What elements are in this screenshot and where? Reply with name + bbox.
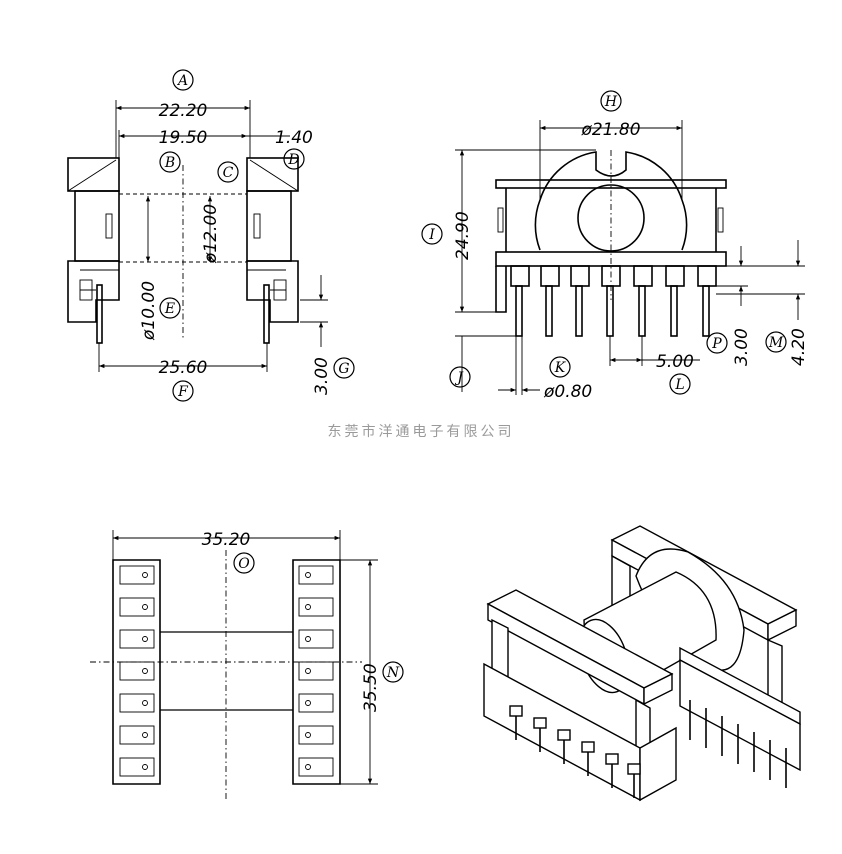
- front-view: [67, 157, 299, 344]
- label-f: F: [177, 384, 189, 400]
- label-p: P: [711, 336, 722, 352]
- dim-b: 19.50: [159, 128, 208, 148]
- dim-m: 4.20: [789, 328, 809, 366]
- label-e: E: [164, 301, 175, 317]
- label-o: O: [238, 556, 250, 572]
- label-h: H: [604, 94, 618, 110]
- label-c: C: [223, 165, 234, 181]
- side-view: [495, 150, 727, 337]
- dim-e: ø10.00: [139, 281, 159, 341]
- front-dimensions: 22.20 19.50 1.40 ø12.00 ø10.00 25.60 3.0…: [98, 100, 332, 395]
- label-b: B: [164, 155, 175, 171]
- label-i: I: [428, 227, 435, 243]
- company-name: 东莞市洋通电子有限公司: [328, 423, 515, 440]
- label-a: A: [176, 73, 188, 89]
- dim-o: 35.20: [202, 530, 251, 550]
- iso-pins: [509, 700, 787, 798]
- label-d: D: [287, 152, 299, 168]
- dim-d: 1.40: [275, 128, 313, 148]
- dim-c: ø12.00: [201, 204, 221, 264]
- label-g: G: [338, 361, 349, 377]
- left-pads: [119, 565, 155, 777]
- dim-n: 35.50: [361, 663, 381, 712]
- label-n: N: [386, 665, 400, 681]
- dim-i: 24.90: [453, 211, 473, 260]
- label-m: M: [768, 335, 784, 351]
- bottom-view: 35.20 O: [90, 530, 404, 800]
- right-pads: [298, 565, 334, 777]
- label-l: L: [674, 377, 684, 393]
- dim-g: 3.00: [312, 357, 332, 395]
- dim-k: ø0.80: [543, 382, 592, 402]
- dim-f: 25.60: [159, 358, 208, 378]
- side-dimensions: ø21.80 24.90 ø0.80 5.00 3.00 4.20: [453, 120, 809, 402]
- label-j: J: [454, 370, 464, 386]
- side-labels: H I J K L M P: [421, 90, 787, 395]
- dim-p: 3.00: [732, 328, 752, 366]
- dim-l: 5.00: [656, 352, 694, 372]
- dim-h: ø21.80: [580, 120, 640, 140]
- isometric-view: [483, 525, 801, 802]
- side-pins: [510, 265, 717, 337]
- label-k: K: [554, 360, 567, 376]
- dim-a: 22.20: [159, 101, 208, 121]
- front-labels: A B C D E F G: [159, 69, 355, 402]
